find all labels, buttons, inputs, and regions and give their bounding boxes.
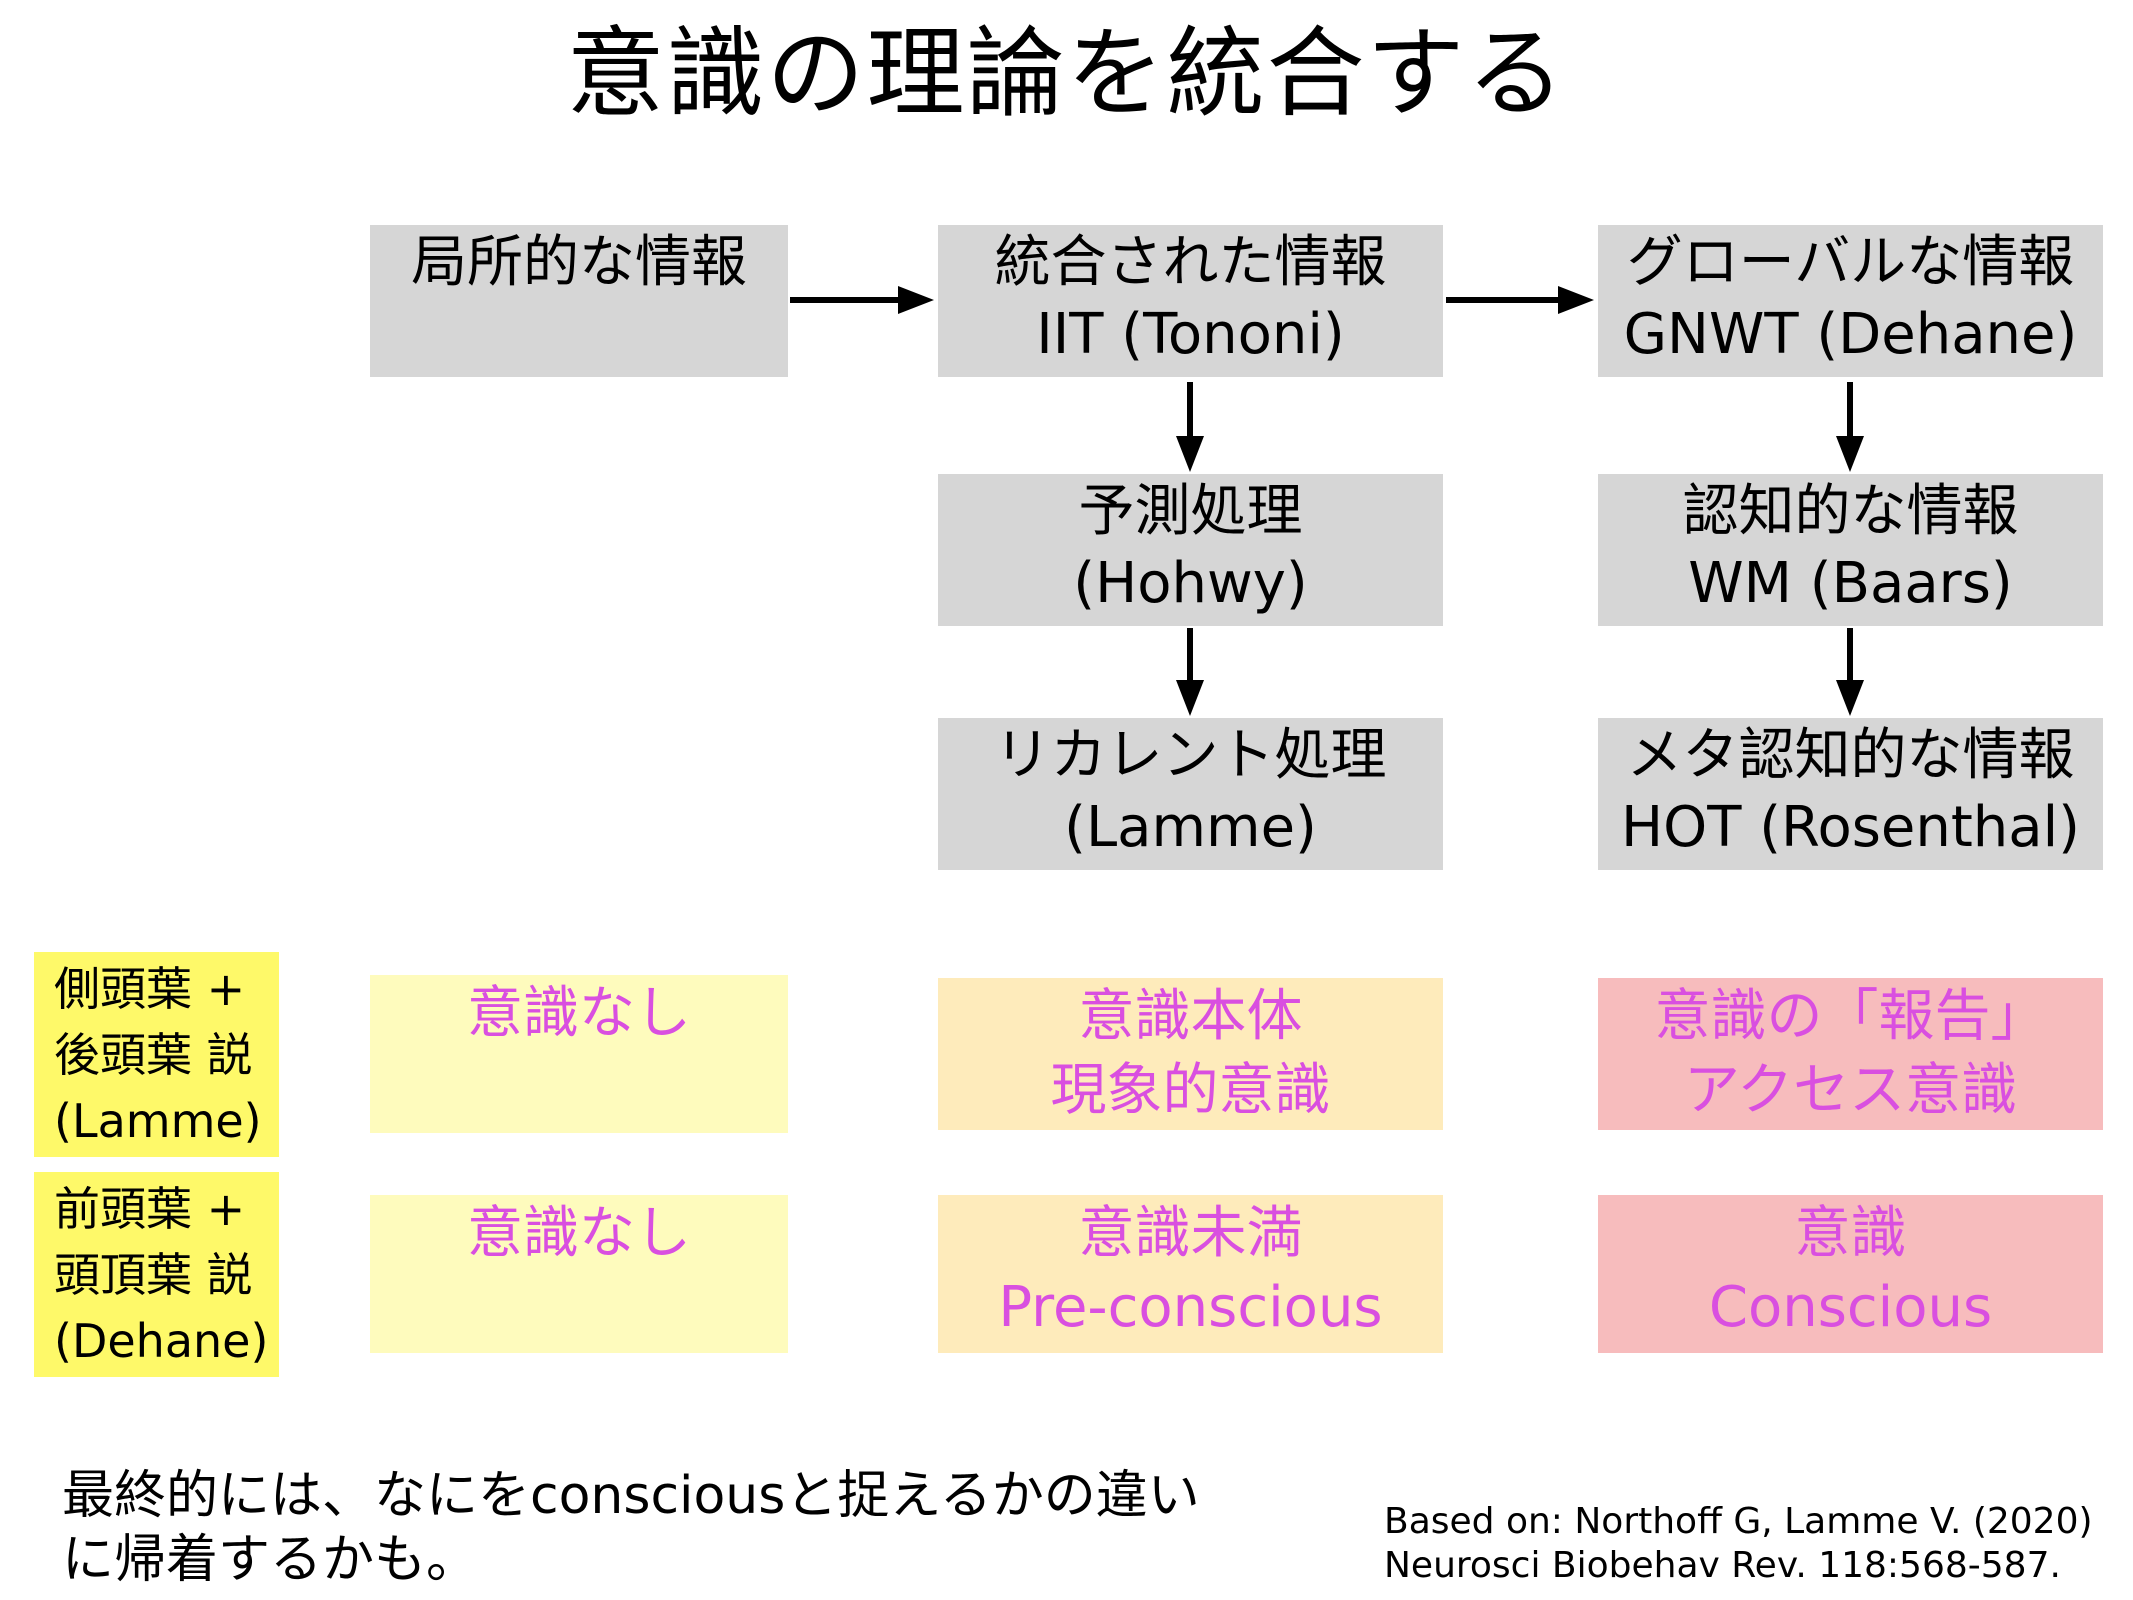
row-label-dehane: 前頭葉 + 頭頂葉 説 (Dehane) bbox=[34, 1172, 279, 1377]
predictive-processing-box: 予測処理 (Hohwy) bbox=[938, 474, 1443, 626]
page-title: 意識の理論を統合する bbox=[566, 17, 1567, 131]
integrated-info-theory: IIT (Tononi) bbox=[1036, 302, 1345, 367]
conclusion-line: に帰着するかも。 bbox=[62, 1530, 479, 1590]
recurrent-processing-label: リカレント処理 bbox=[994, 723, 1387, 788]
arrow-cognitive-to-metacognitive bbox=[1836, 628, 1864, 716]
metacognitive-info-label: メタ認知的な情報 bbox=[1626, 723, 2075, 788]
row-label-line: 後頭葉 説 bbox=[54, 1028, 253, 1082]
lamme-global-cell: 意識の「報告」 アクセス意識 bbox=[1598, 978, 2103, 1130]
cell-line: 現象的意識 bbox=[1050, 1058, 1331, 1123]
cell-line: Pre-conscious bbox=[998, 1275, 1383, 1340]
conclusion-note: 最終的には、なにをconsciousと捉えるかの違い に帰着するかも。 bbox=[62, 1464, 1200, 1592]
row-label-line: (Dehane) bbox=[54, 1314, 269, 1368]
arrow-integrated-to-global bbox=[1446, 286, 1594, 314]
global-info-theory: GNWT (Dehane) bbox=[1623, 302, 2078, 367]
recurrent-processing-box: リカレント処理 (Lamme) bbox=[938, 718, 1443, 870]
cell-line: 意識なし bbox=[467, 1201, 691, 1266]
arrow-predictive-to-recurrent bbox=[1176, 628, 1204, 716]
arrow-integrated-to-predictive bbox=[1176, 382, 1204, 472]
row-label-line: 側頭葉 + bbox=[54, 962, 246, 1016]
row-label-line: 頭頂葉 説 bbox=[54, 1248, 253, 1302]
arrow-global-to-cognitive bbox=[1836, 382, 1864, 472]
cell-line: 意識 bbox=[1794, 1201, 1907, 1266]
local-info-box: 局所的な情報 bbox=[370, 225, 788, 377]
dehane-integrated-cell: 意識未満 Pre-conscious bbox=[938, 1195, 1443, 1353]
cell-line: 意識本体 bbox=[1078, 984, 1303, 1049]
cell-line: 意識の「報告」 bbox=[1654, 984, 2047, 1049]
row-label-line: 前頭葉 + bbox=[54, 1182, 246, 1236]
recurrent-processing-author: (Lamme) bbox=[1064, 795, 1317, 860]
metacognitive-info-theory: HOT (Rosenthal) bbox=[1621, 795, 2080, 860]
cell-line: Conscious bbox=[1708, 1275, 1993, 1340]
lamme-integrated-cell: 意識本体 現象的意識 bbox=[938, 978, 1443, 1130]
row-label-line: (Lamme) bbox=[54, 1094, 262, 1148]
dehane-global-cell: 意識 Conscious bbox=[1598, 1195, 2103, 1353]
cell-line: 意識なし bbox=[467, 981, 691, 1046]
cognitive-info-label: 認知的な情報 bbox=[1682, 479, 2019, 544]
metacognitive-info-box: メタ認知的な情報 HOT (Rosenthal) bbox=[1598, 718, 2103, 870]
conclusion-line: 最終的には、なにをconsciousと捉えるかの違い bbox=[62, 1466, 1200, 1526]
integrated-info-box: 統合された情報 IIT (Tononi) bbox=[938, 225, 1443, 377]
dehane-local-cell: 意識なし bbox=[370, 1195, 788, 1353]
reference-line: Neurosci Biobehav Rev. 118:568-587. bbox=[1384, 1545, 2061, 1586]
integrated-info-label: 統合された情報 bbox=[994, 230, 1387, 295]
reference-citation: Based on: Northoff G, Lamme V. (2020) Ne… bbox=[1384, 1500, 2093, 1588]
lamme-local-cell: 意識なし bbox=[370, 975, 788, 1133]
cell-line: アクセス意識 bbox=[1683, 1058, 2018, 1123]
global-info-label: グローバルな情報 bbox=[1626, 230, 2075, 295]
cognitive-info-theory: WM (Baars) bbox=[1688, 551, 2013, 616]
arrow-local-to-integrated bbox=[790, 286, 934, 314]
global-info-box: グローバルな情報 GNWT (Dehane) bbox=[1598, 225, 2103, 377]
predictive-processing-author: (Hohwy) bbox=[1073, 551, 1308, 616]
cognitive-info-box: 認知的な情報 WM (Baars) bbox=[1598, 474, 2103, 626]
predictive-processing-label: 予測処理 bbox=[1078, 479, 1303, 544]
row-label-lamme: 側頭葉 + 後頭葉 説 (Lamme) bbox=[34, 952, 279, 1157]
local-info-label: 局所的な情報 bbox=[411, 230, 747, 295]
reference-line: Based on: Northoff G, Lamme V. (2020) bbox=[1384, 1501, 2093, 1542]
cell-line: 意識未満 bbox=[1078, 1201, 1303, 1266]
